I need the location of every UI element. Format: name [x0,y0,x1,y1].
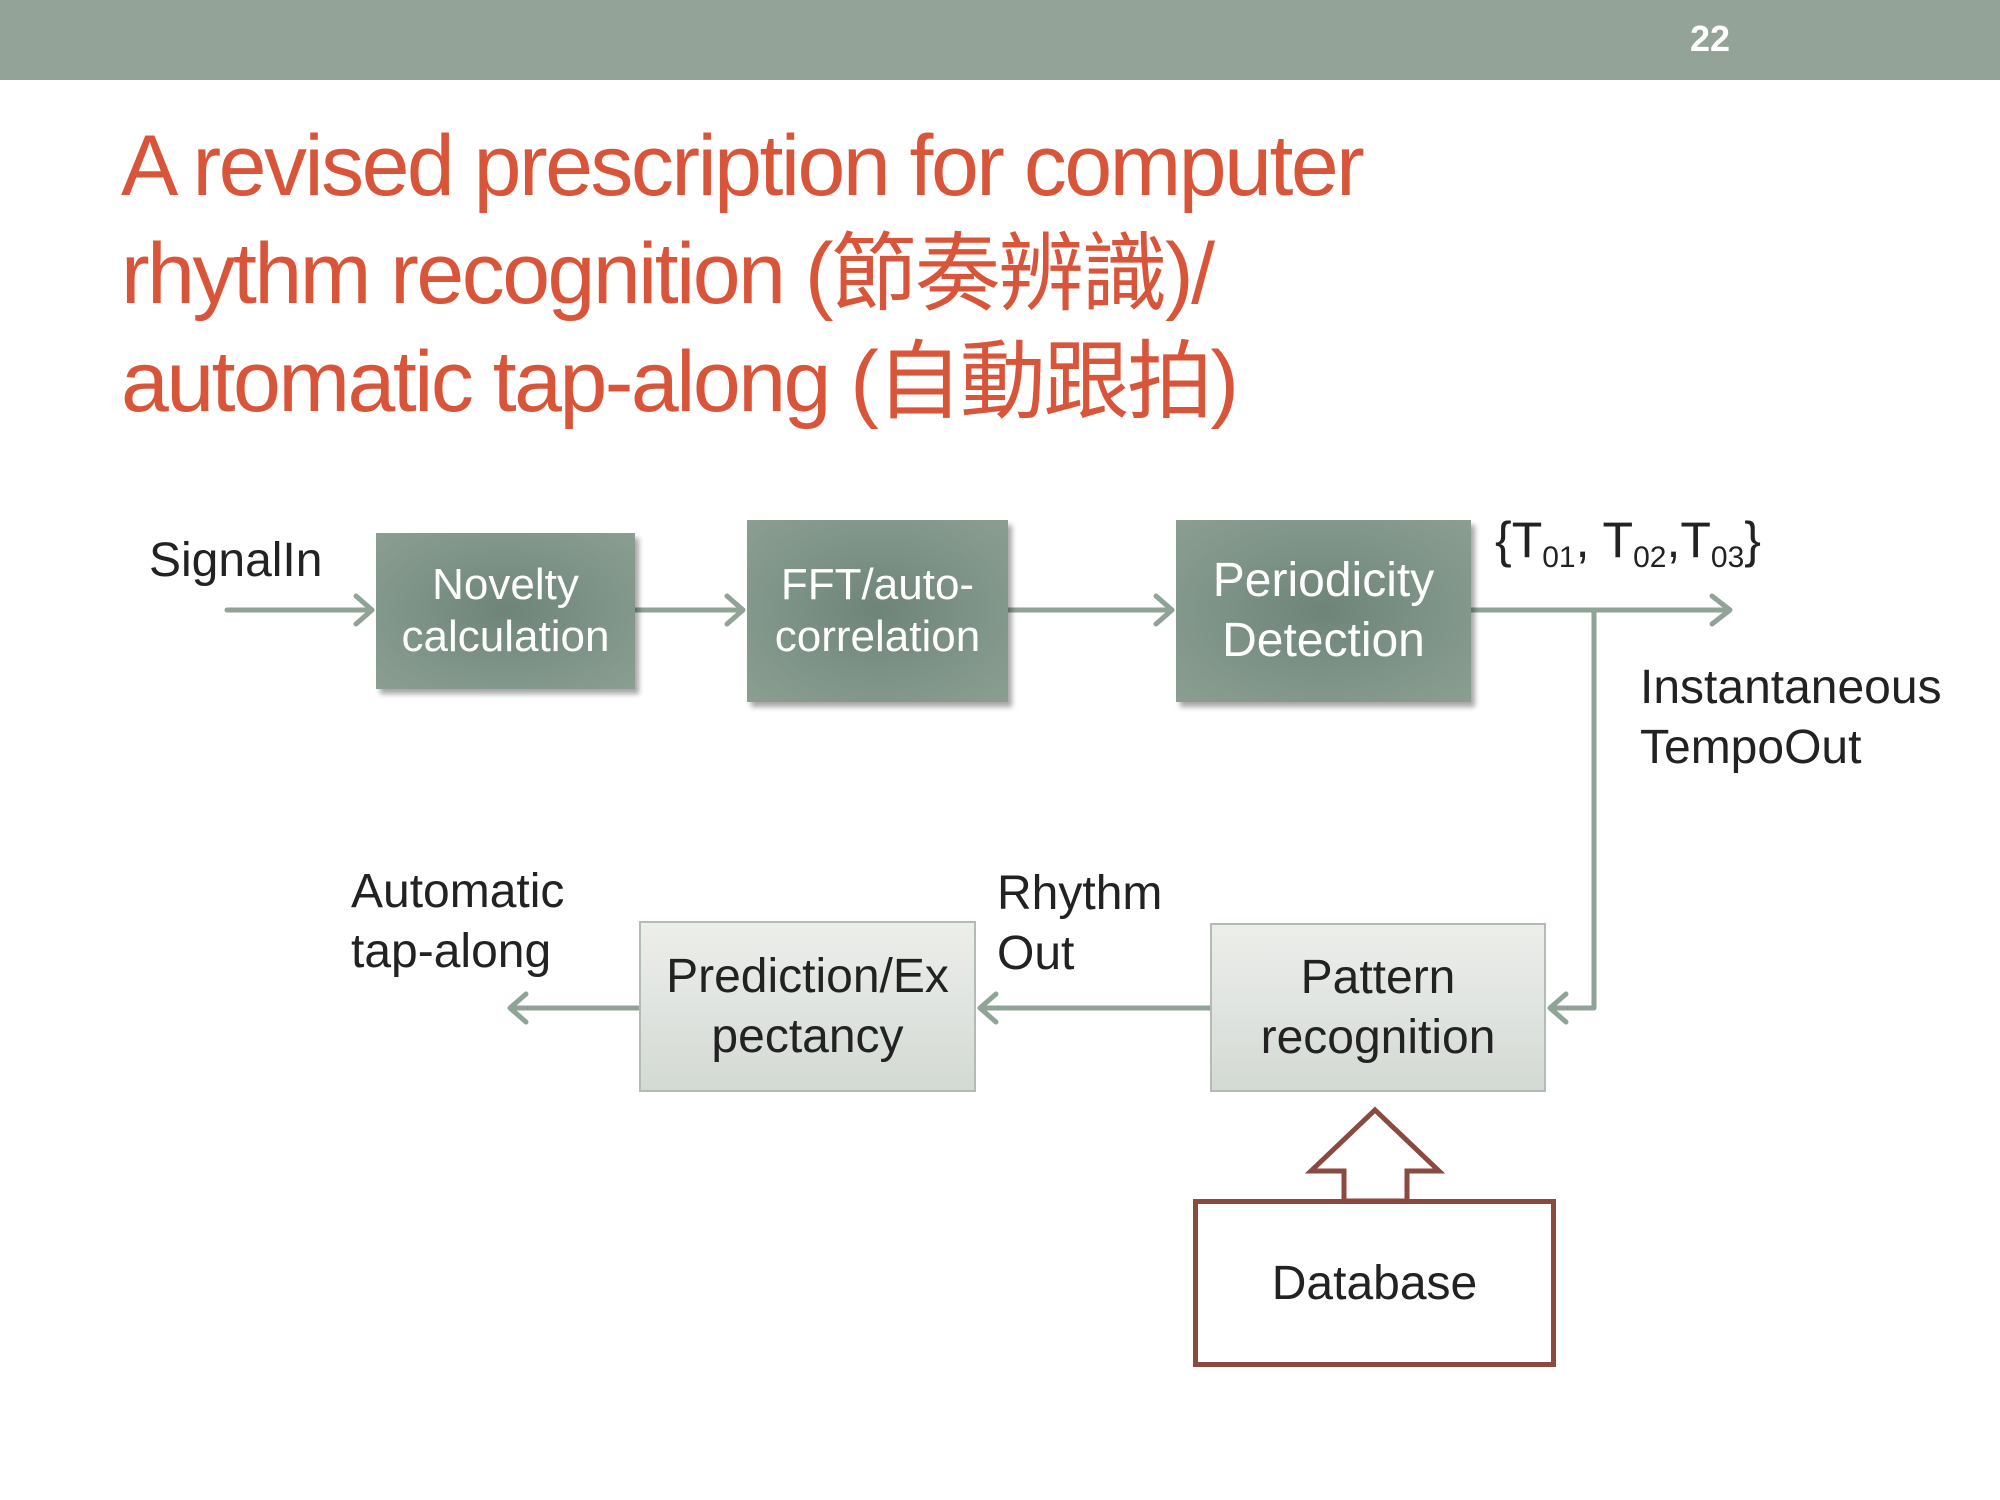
brace-open: { [1495,512,1512,568]
arrow-periodicity-to-pattern [1547,607,1597,1025]
arrow-signal-to-novelty [224,593,375,627]
block-label: Novelty [432,560,579,609]
label-line: Rhythm [997,867,1163,920]
arrow-fft-to-periodicity [1005,593,1175,627]
block-label: calculation [401,612,610,661]
arrow-tempo-out [1468,593,1733,627]
arrow-pattern-to-prediction [977,991,1213,1025]
label-line: TempoOut [1640,721,1862,774]
page-number: 22 [1689,18,1731,59]
block-label: pectancy [711,1009,904,1063]
label-line: Out [997,927,1075,980]
label-line: Automatic [351,865,565,918]
prediction-expectancy-block: Prediction/Ex pectancy [639,921,976,1092]
arrow-tap-along-out [507,991,642,1025]
instantaneous-tempo-out-label: Instantaneous TempoOut [1640,658,1942,778]
block-label: recognition [1260,1010,1496,1064]
tempo-subscript: 02 [1633,541,1667,574]
block-label: FFT/auto- [780,560,975,609]
block-label: Pattern [1300,950,1456,1004]
fft-autocorrelation-block: FFT/auto-correlation [747,520,1008,702]
database-up-arrow [1304,1106,1446,1204]
slide-title: A revised prescription for computer rhyt… [121,112,1821,436]
block-label: Periodicity [1212,554,1435,607]
database-block: Database [1193,1199,1556,1367]
tempo-symbol: T [1680,512,1711,568]
separator: , [1666,512,1681,568]
pattern-recognition-block: Pattern recognition [1210,923,1546,1092]
arrow-novelty-to-fft [632,593,746,627]
tempo-subscript: 03 [1710,541,1745,574]
label-line: tap-along [351,925,552,978]
brace-close: } [1744,512,1761,568]
separator: , [1575,512,1603,568]
label-line: Instantaneous [1640,661,1942,714]
automatic-tap-along-label: Automatic tap-along [351,862,564,982]
tempo-subscript: 01 [1542,541,1576,574]
block-label: correlation [774,612,981,661]
header-bar [0,0,2000,80]
title-line-1: A revised prescription for computer [121,118,1365,214]
title-line-2: rhythm recognition (節奏辨識)/ [121,226,1215,322]
tempo-symbol: T [1511,512,1543,568]
block-label: Detection [1222,614,1425,667]
rhythm-out-label: Rhythm Out [997,864,1162,984]
tempo-symbol: T [1602,512,1634,568]
title-line-3: automatic tap-along (自動跟拍) [121,334,1239,430]
signal-in-label: SignalIn [149,534,323,587]
block-label: Database [1271,1256,1478,1310]
tempo-set-label: {T01, T02,T03} [1495,510,1761,588]
block-label: Prediction/Ex [666,949,949,1003]
